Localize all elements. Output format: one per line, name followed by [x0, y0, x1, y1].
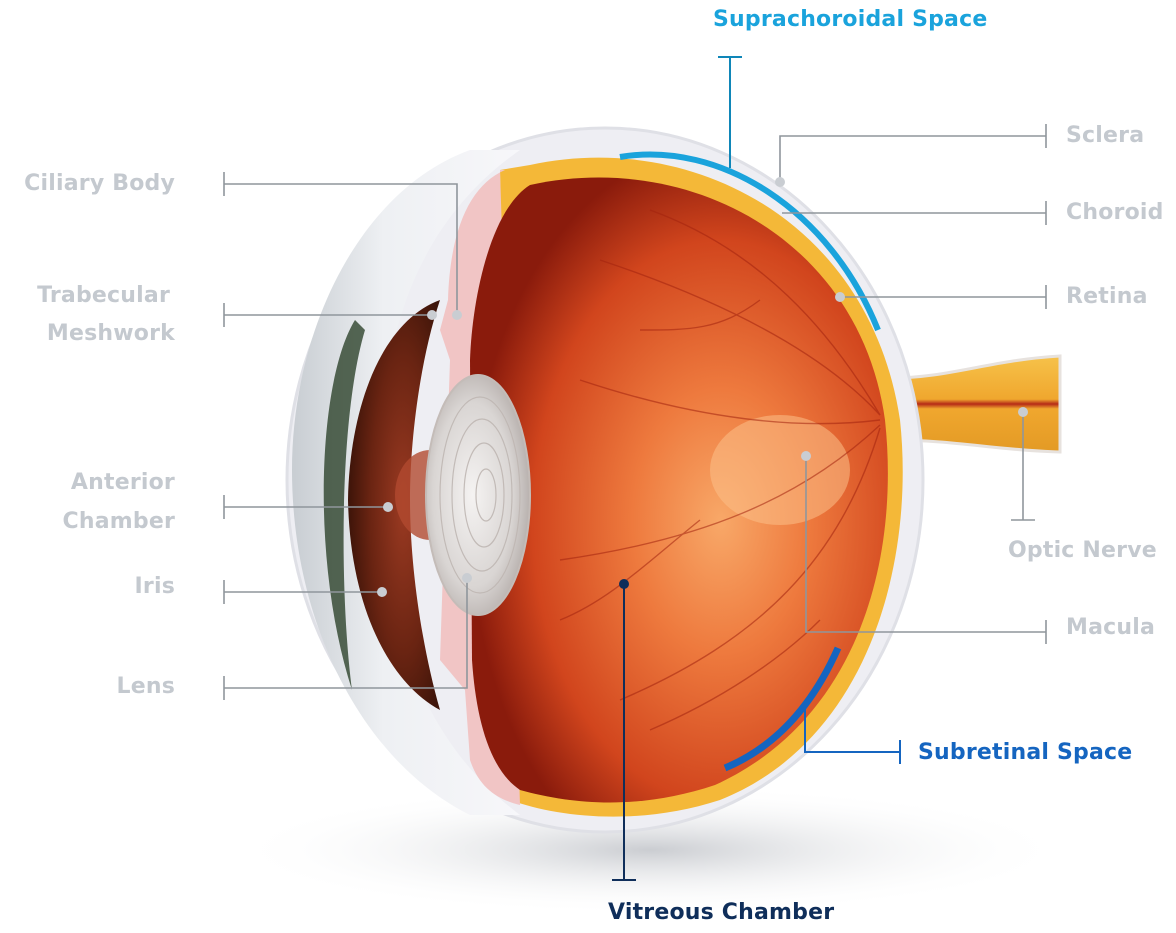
label-trabecular-meshwork-line2: Meshwork	[47, 314, 175, 354]
macula-glow	[710, 415, 850, 525]
label-macula: Macula	[1066, 608, 1155, 648]
label-iris: Iris	[135, 567, 175, 607]
vitreous-dot	[619, 579, 629, 589]
label-ciliary-body: Ciliary Body	[24, 164, 175, 204]
label-choroid: Choroid	[1066, 193, 1164, 233]
label-anterior-chamber-line2: Chamber	[63, 502, 176, 542]
label-suprachoroidal-space: Suprachoroidal Space	[713, 0, 987, 40]
label-trabecular-meshwork-line1: Trabecular	[37, 276, 170, 316]
label-sclera: Sclera	[1066, 116, 1144, 156]
label-optic-nerve: Optic Nerve	[1008, 531, 1157, 571]
lens-shape	[426, 375, 530, 615]
label-lens: Lens	[117, 667, 176, 707]
label-vitreous-chamber: Vitreous Chamber	[608, 893, 834, 933]
label-subretinal-space: Subretinal Space	[918, 733, 1132, 773]
label-retina: Retina	[1066, 277, 1148, 317]
label-anterior-chamber-line1: Anterior	[71, 463, 175, 503]
